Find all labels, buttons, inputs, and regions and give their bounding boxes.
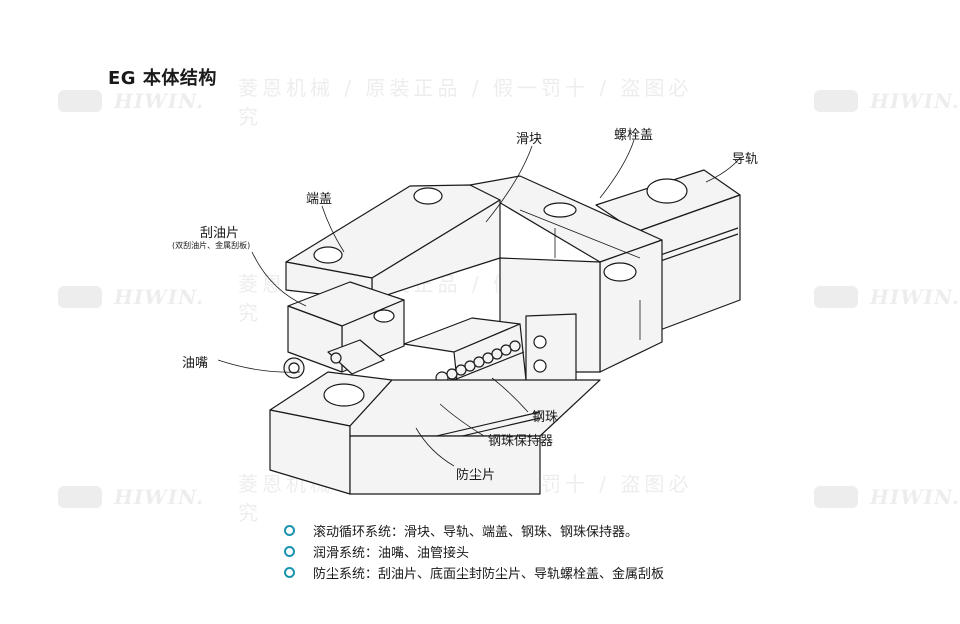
label-grease-nipple: 油嘴 <box>182 356 209 371</box>
label-dust-seal: 防尘片 <box>456 468 496 483</box>
bullet-circle-icon <box>284 567 295 578</box>
steel-balls <box>435 340 521 385</box>
bullet-circle-icon <box>284 546 295 557</box>
list-item: 滚动循环系统：滑块、导轨、端盖、钢珠、钢珠保持器。 <box>284 520 664 541</box>
label-end-cap: 端盖 <box>306 192 333 207</box>
grease-nipple <box>283 339 385 379</box>
label-steel-ball: 钢珠 <box>532 410 559 425</box>
slider-side-block <box>525 313 577 389</box>
rail-near-end <box>269 371 601 495</box>
page-title: EG 本体结构 <box>108 68 217 89</box>
label-rail: 导轨 <box>732 152 759 167</box>
label-ball-retainer: 钢珠保持器 <box>488 434 554 449</box>
leader-lines <box>217 139 741 467</box>
label-slider: 滑块 <box>516 132 543 147</box>
systems-list: 滚动循环系统：滑块、导轨、端盖、钢珠、钢珠保持器。 润滑系统：油嘴、油管接头 防… <box>284 520 664 583</box>
list-item-text: 润滑系统：油嘴、油管接头 <box>313 546 470 561</box>
list-item: 润滑系统：油嘴、油管接头 <box>284 541 664 562</box>
label-bolt-cap: 螺栓盖 <box>614 128 654 143</box>
label-scraper: 刮油片 <box>200 226 240 241</box>
end-cap <box>285 184 501 301</box>
list-item-text: 滚动循环系统：滑块、导轨、端盖、钢珠、钢珠保持器。 <box>313 525 639 540</box>
label-scraper-note: (双刮油片、金属刮板) <box>172 241 251 250</box>
list-item-text: 防尘系统：刮油片、底面尘封防尘片、导轨螺栓盖、金属刮板 <box>313 567 665 582</box>
bullet-circle-icon <box>284 525 295 536</box>
list-item: 防尘系统：刮油片、底面尘封防尘片、导轨螺栓盖、金属刮板 <box>284 562 664 583</box>
